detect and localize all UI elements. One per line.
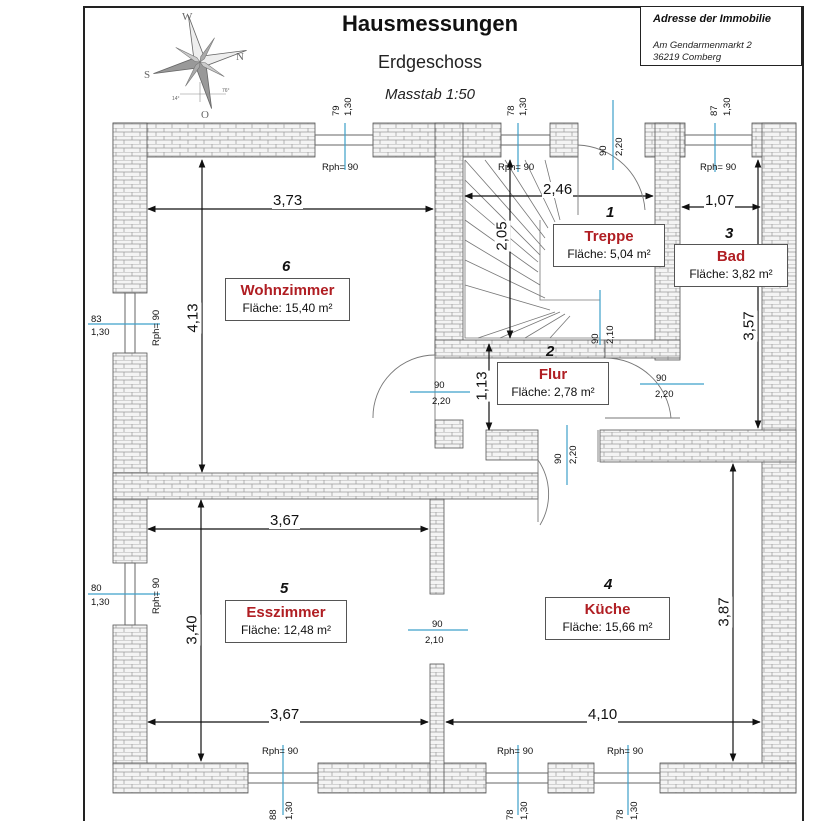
door-treppe-w: 90 bbox=[590, 333, 601, 344]
door-kueche-w: 90 bbox=[553, 453, 564, 464]
win-bottom-mid-h: 1,30 bbox=[519, 801, 530, 821]
room-number-esszimmer: 5 bbox=[280, 580, 289, 597]
room-area: Fläche: 15,40 m² bbox=[242, 301, 333, 315]
radiator-wohn-left: Rph= 90 bbox=[151, 309, 162, 346]
room-label-kueche: Küche Fläche: 15,66 m² bbox=[545, 597, 670, 640]
win-top-mid-h: 1,30 bbox=[518, 97, 529, 117]
dim-wohn-width: 3,73 bbox=[272, 192, 304, 209]
dim-kueche-height: 3,87 bbox=[715, 596, 733, 628]
room-name: Esszimmer bbox=[246, 604, 326, 621]
walls bbox=[112, 122, 797, 794]
compass-n-label: N bbox=[236, 51, 244, 63]
win-top-left-h: 1,30 bbox=[343, 97, 354, 117]
radiator-ess-bottom: Rph= 90 bbox=[262, 746, 299, 757]
compass-w-label: W bbox=[182, 11, 193, 23]
address-street: Am Gendarmenmarkt 2 bbox=[653, 40, 752, 51]
door-ess-w: 90 bbox=[432, 619, 443, 630]
room-number-treppe: 1 bbox=[606, 204, 615, 221]
radiator-wohn-top: Rph= 90 bbox=[322, 162, 359, 173]
compass-rose: W N S O 14° 76° bbox=[144, 11, 247, 121]
win-bottom-mid-w: 78 bbox=[505, 809, 516, 820]
door-top-h: 2,20 bbox=[614, 137, 625, 157]
compass-o-label: O bbox=[201, 109, 209, 121]
radiator-kueche-bottom-left: Rph= 90 bbox=[497, 746, 534, 757]
compass-s-label: S bbox=[144, 69, 150, 81]
room-number-flur: 2 bbox=[546, 343, 555, 360]
win-bottom-right-h: 1,30 bbox=[629, 801, 640, 821]
radiator-treppe: Rph= 90 bbox=[498, 162, 535, 173]
radiator-kueche-bottom-right: Rph= 90 bbox=[607, 746, 644, 757]
radiator-bad: Rph= 90 bbox=[700, 162, 737, 173]
win-bottom-left-h: 1,30 bbox=[284, 801, 295, 821]
room-name: Flur bbox=[538, 366, 568, 383]
room-area: Fläche: 15,66 m² bbox=[562, 620, 653, 634]
room-area: Fläche: 2,78 m² bbox=[511, 385, 595, 399]
room-number-kueche: 4 bbox=[604, 576, 613, 593]
win-bottom-left-w: 88 bbox=[268, 809, 279, 820]
win-left-upper-h: 1,30 bbox=[91, 327, 110, 338]
door-wohn-w: 90 bbox=[434, 380, 445, 391]
opening-markers bbox=[88, 100, 716, 815]
win-left-upper-w: 83 bbox=[91, 314, 102, 325]
address-city: 36219 Comberg bbox=[653, 52, 722, 63]
room-name: Wohnzimmer bbox=[240, 282, 335, 299]
room-area: Fläche: 5,04 m² bbox=[567, 247, 651, 261]
win-top-right-h: 1,30 bbox=[722, 97, 733, 117]
room-area: Fläche: 12,48 m² bbox=[240, 623, 332, 637]
page-title: Hausmessungen bbox=[341, 11, 519, 36]
door-wohn-h: 2,20 bbox=[432, 396, 451, 407]
dim-wohn-height: 4,13 bbox=[184, 302, 202, 334]
win-left-lower-w: 80 bbox=[91, 583, 102, 594]
dim-bad-height: 3,57 bbox=[740, 310, 758, 342]
doors bbox=[372, 144, 680, 526]
dim-ess-width-top: 3,67 bbox=[269, 512, 301, 529]
win-top-mid-w: 78 bbox=[506, 105, 517, 116]
room-label-esszimmer: Esszimmer Fläche: 12,48 m² bbox=[225, 600, 347, 643]
room-label-flur: Flur Fläche: 2,78 m² bbox=[497, 362, 609, 405]
dim-kueche-width: 4,10 bbox=[587, 706, 619, 723]
radiator-ess-left: Rph= 90 bbox=[151, 577, 162, 614]
address-box: Adresse der Immobilie Am Gendarmenmarkt … bbox=[640, 6, 802, 66]
dim-ess-width-bottom: 3,67 bbox=[269, 706, 301, 723]
room-number-bad: 3 bbox=[725, 225, 734, 242]
door-ess-h: 2,10 bbox=[425, 635, 444, 646]
compass-angle-left: 14° bbox=[172, 96, 180, 102]
door-bad-h: 2,20 bbox=[655, 389, 674, 400]
plan-scale: Masstab 1:50 bbox=[384, 86, 476, 103]
win-top-left-w: 79 bbox=[331, 105, 342, 116]
floor-name: Erdgeschoss bbox=[377, 52, 483, 72]
room-label-treppe: Treppe Fläche: 5,04 m² bbox=[553, 224, 665, 267]
dim-treppe-height: 2,05 bbox=[493, 220, 511, 252]
door-top-w: 90 bbox=[598, 145, 609, 156]
compass-angle-right: 76° bbox=[222, 88, 230, 94]
dim-bad-width: 1,07 bbox=[704, 192, 736, 209]
dim-flur-height: 1,13 bbox=[473, 370, 491, 402]
win-top-right-w: 87 bbox=[709, 105, 720, 116]
room-name: Treppe bbox=[584, 228, 634, 245]
room-label-wohnzimmer: Wohnzimmer Fläche: 15,40 m² bbox=[225, 278, 350, 321]
dim-ess-height: 3,40 bbox=[183, 614, 201, 646]
dim-treppe-width: 2,46 bbox=[542, 181, 574, 198]
address-title: Adresse der Immobilie bbox=[653, 13, 771, 25]
door-kueche-h: 2,20 bbox=[568, 445, 579, 465]
room-name: Bad bbox=[716, 248, 746, 265]
door-bad-w: 90 bbox=[656, 373, 667, 384]
room-area: Fläche: 3,82 m² bbox=[689, 267, 773, 281]
door-treppe-h: 2,10 bbox=[605, 325, 616, 345]
win-left-lower-h: 1,30 bbox=[91, 597, 110, 608]
win-bottom-right-w: 78 bbox=[615, 809, 626, 820]
room-label-bad: Bad Fläche: 3,82 m² bbox=[674, 244, 788, 287]
room-number-wohnzimmer: 6 bbox=[282, 258, 291, 275]
room-name: Küche bbox=[584, 601, 631, 618]
